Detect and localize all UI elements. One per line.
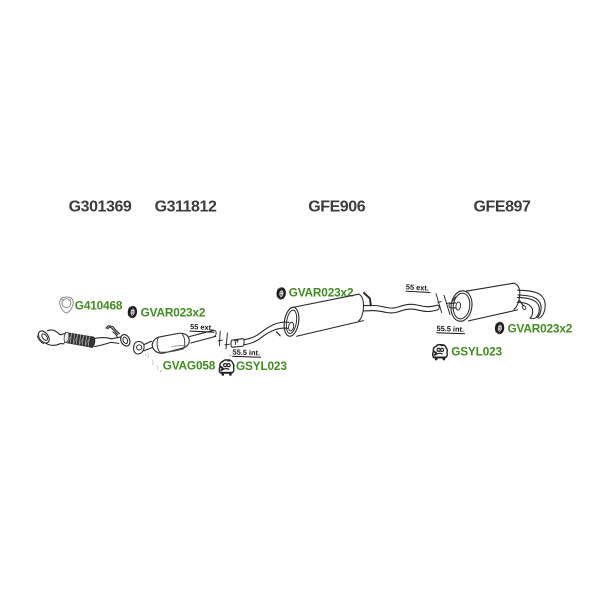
svg-text:GSYL023: GSYL023 [236, 359, 287, 373]
svg-text:GVAG058: GVAG058 [163, 359, 216, 373]
svg-text:55 ext.: 55 ext. [406, 282, 429, 292]
svg-text:G301369: G301369 [69, 199, 132, 216]
svg-text:GVAR023x2: GVAR023x2 [289, 285, 354, 299]
svg-text:GSYL023: GSYL023 [451, 345, 502, 359]
svg-text:GVAR023x2: GVAR023x2 [141, 305, 206, 319]
svg-text:G410468: G410468 [75, 299, 123, 313]
svg-text:GFE897: GFE897 [474, 199, 531, 216]
svg-text:55.5 int.: 55.5 int. [232, 348, 260, 358]
svg-text:55 ext.: 55 ext. [190, 322, 213, 332]
svg-text:55.5 int.: 55.5 int. [436, 324, 464, 334]
svg-text:G311812: G311812 [155, 199, 217, 216]
svg-text:GVAR023x2: GVAR023x2 [508, 322, 573, 336]
svg-text:GFE906: GFE906 [308, 199, 365, 216]
